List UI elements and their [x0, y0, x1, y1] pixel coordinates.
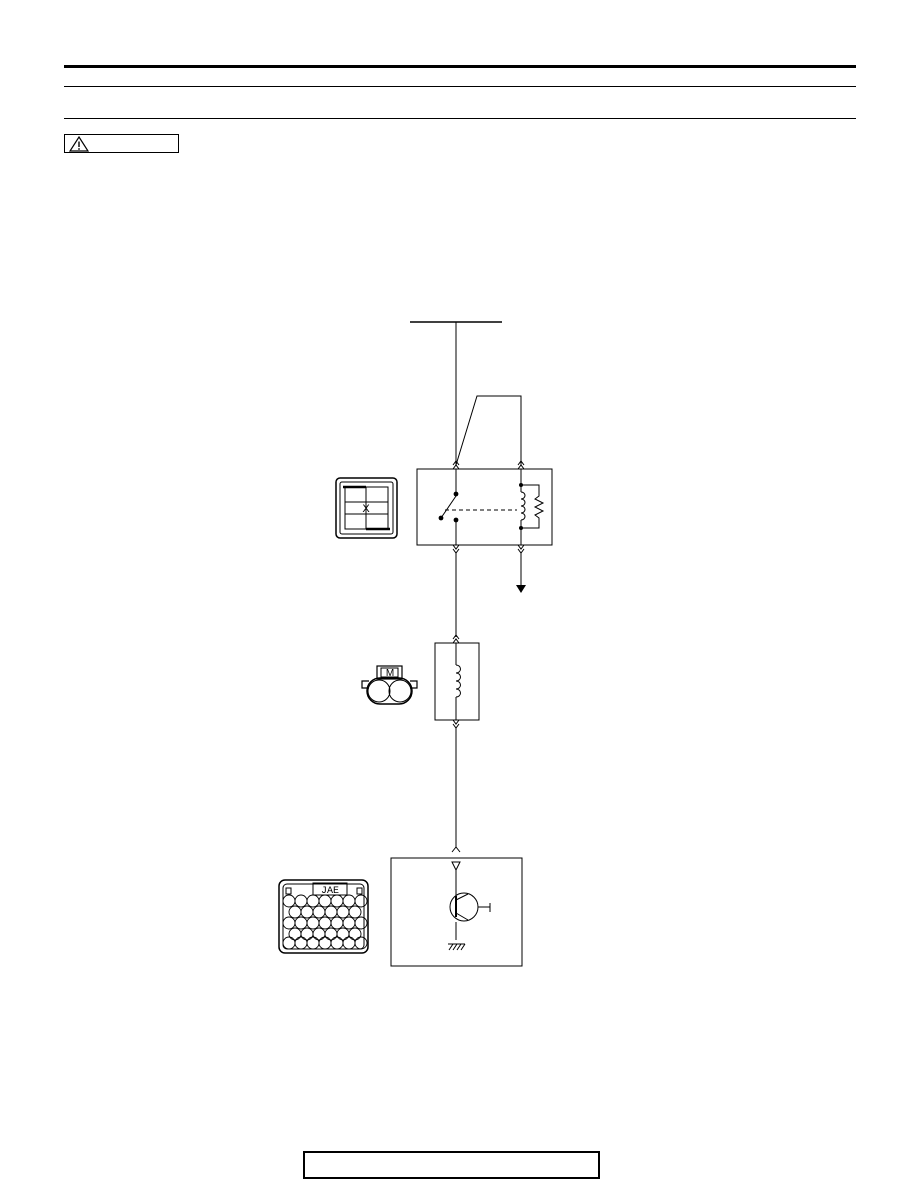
footer-box [303, 1151, 600, 1179]
ecu-connector-label: JAE [321, 886, 339, 897]
ecu-input-marker [451, 861, 461, 872]
injector-coil-icon [455, 664, 461, 698]
coil-icon [520, 491, 526, 521]
injector-box [434, 642, 480, 721]
ecu-connector-icon [278, 879, 369, 954]
relay-connector-label: X [362, 503, 370, 515]
relay-bottom-terminals [452, 544, 525, 554]
coil-feed-wire [455, 395, 522, 466]
switch-blade [440, 495, 457, 519]
section-rule [64, 118, 856, 119]
resistor-icon [521, 484, 545, 529]
coil-connector-label: M [386, 668, 394, 679]
warning-icon [69, 136, 89, 152]
transistor-icon [449, 892, 479, 922]
header-rule-thick [64, 65, 856, 68]
ecu-terminal [451, 846, 461, 853]
relay-connector-icon [335, 477, 398, 539]
ground-arrow-icon [516, 585, 526, 593]
relay-top-terminals [452, 460, 525, 470]
header-rule [64, 86, 856, 87]
relay-box [416, 468, 553, 546]
coil-connector-icon [361, 665, 418, 705]
caution-box [64, 134, 179, 153]
ecu-box [390, 857, 523, 967]
